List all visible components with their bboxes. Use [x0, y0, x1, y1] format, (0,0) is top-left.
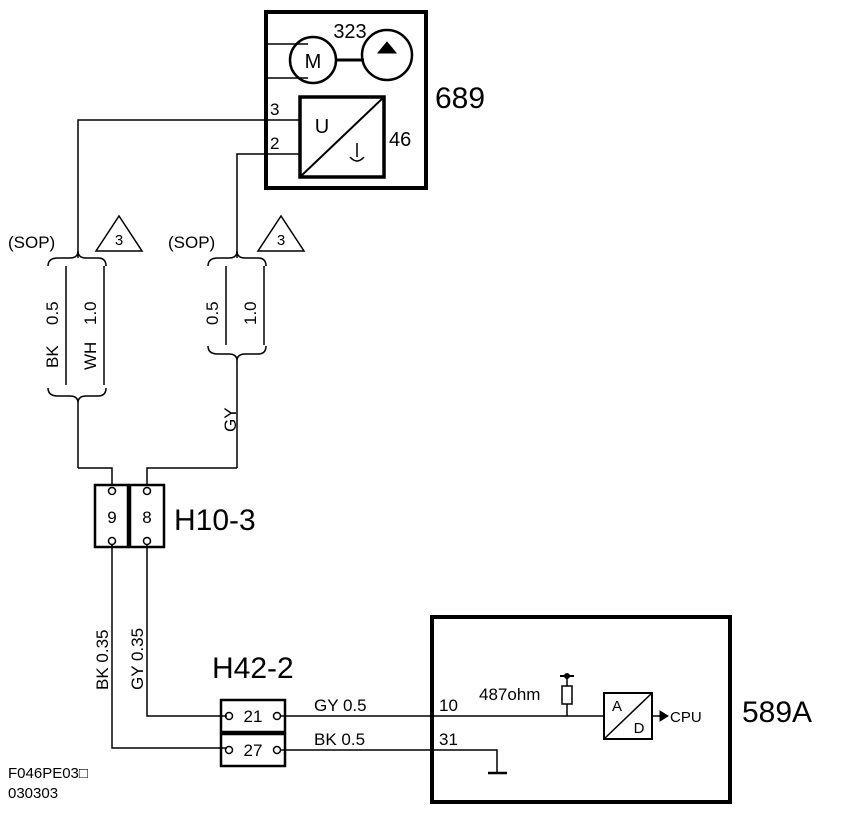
h42-2-label: H42-2	[212, 652, 294, 685]
wire-h10-pin8-to-h42-pin21	[146, 545, 227, 717]
component-689-label: 689	[435, 82, 485, 115]
to589-gy-label: GY 0.5	[314, 696, 367, 715]
h10-pin8-top-terminal	[142, 486, 152, 496]
to589-bk-label: BK 0.5	[314, 730, 365, 749]
resistor-value-label: 487ohm	[479, 685, 540, 704]
adc-d-label: D	[634, 720, 645, 737]
h42-pin21-label: 21	[244, 707, 263, 726]
figure-code: F046PE03□	[8, 765, 88, 782]
h10-right-wire-label: GY 0.35	[128, 628, 147, 690]
pin-31-label: 31	[439, 730, 458, 749]
h42-pin21-right-terminal	[272, 711, 282, 721]
gy-upper-label: GY	[221, 407, 240, 432]
left-size-1-label: 0.5	[43, 301, 62, 325]
wiring-h10-to-h42	[111, 545, 227, 749]
h10-pin9-top-terminal	[107, 486, 117, 496]
h42-pin27-right-terminal	[272, 745, 282, 755]
h42-pin27-left-terminal	[224, 745, 234, 755]
h10-3-label: H10-3	[174, 504, 256, 537]
component-689-box	[264, 10, 428, 190]
wiring-to-589a	[281, 715, 432, 751]
right-size-2-label: 1.0	[241, 301, 260, 325]
h10-pin8-label: 8	[142, 508, 151, 527]
left-wire-bundle	[47, 250, 107, 468]
right-bundle-bottom-brace	[207, 345, 267, 362]
right-wire-bundle	[207, 250, 267, 468]
component-589a: 10 31 487ohm A D CPU 589A	[430, 615, 812, 804]
wire-pin3	[77, 119, 266, 258]
cpu-arrow-icon	[659, 710, 669, 722]
connector-h10-3: 9 8 H10-3	[93, 483, 256, 549]
adc-diagonal	[603, 692, 653, 740]
motor-label: M	[305, 51, 322, 73]
note-right-label: 3	[277, 232, 285, 249]
wire-to-h10-pin8	[146, 467, 237, 485]
component-589a-box	[430, 615, 732, 804]
internal-ground-line	[432, 749, 498, 772]
sensor-46-box	[298, 95, 386, 179]
pin-10-label: 10	[439, 696, 458, 715]
pump-triangle-icon	[376, 41, 398, 54]
sensor-ref-label: 46	[389, 129, 411, 151]
left-bundle-bottom-brace	[47, 387, 107, 404]
wiring-to-h10	[78, 467, 237, 485]
cpu-label: CPU	[670, 709, 702, 726]
wire-h10-pin9-to-h42-pin27	[111, 545, 227, 749]
wiring-upper	[77, 119, 266, 258]
adc-a-label: A	[612, 698, 622, 715]
component-589a-label: 589A	[742, 696, 812, 729]
sensor-diagonal	[299, 96, 385, 178]
h10-pin8-bottom-terminal	[142, 536, 152, 546]
h42-pin21-left-terminal	[224, 711, 234, 721]
wire-to-h10-pin9	[78, 467, 113, 485]
connector-h42-2: 21 27 H42-2	[212, 652, 294, 768]
left-bundle-top-brace	[47, 250, 107, 267]
h42-pin27-label: 27	[244, 741, 263, 760]
motor-ref-label: 323	[333, 21, 366, 43]
note-left-label: 3	[115, 232, 123, 249]
right-size-1-label: 0.5	[203, 301, 222, 325]
h10-left-wire-label: BK 0.35	[93, 630, 112, 691]
sensor-u-label: U	[315, 116, 329, 138]
h10-pin9-bottom-terminal	[107, 536, 117, 546]
sensor-ground-icon	[349, 143, 365, 162]
pin-2-label: 2	[270, 134, 279, 153]
sop-left-label: (SOP)	[8, 233, 55, 252]
right-bundle-top-brace	[207, 250, 267, 267]
h10-pin9-label: 9	[107, 508, 116, 527]
wire-pin2	[236, 153, 266, 258]
figure-date: 030303	[8, 785, 58, 802]
left-size-2-label: 1.0	[81, 301, 100, 325]
left-color-1-label: BK	[43, 345, 62, 368]
note-triangle-right-icon	[256, 214, 306, 252]
left-color-2-label: WH	[81, 342, 100, 370]
component-689: M 323 U 46 3 2 689	[264, 10, 485, 190]
note-triangle-left-icon	[94, 214, 144, 252]
pump-icon	[360, 28, 414, 82]
pullup-resistor-icon	[560, 673, 574, 716]
sop-right-label: (SOP)	[168, 233, 215, 252]
pin-3-label: 3	[270, 100, 279, 119]
